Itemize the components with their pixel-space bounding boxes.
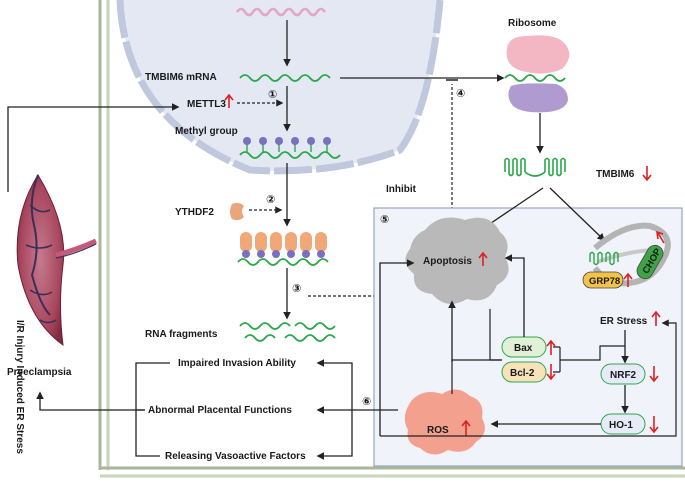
tmbim6-mrna-label: TMBIM6 mRNA bbox=[145, 72, 217, 83]
tmbim6-in-er bbox=[589, 251, 619, 266]
rna-fragments-label: RNA fragments bbox=[145, 329, 218, 340]
nucleus bbox=[116, 0, 444, 175]
grp78-box bbox=[582, 271, 624, 289]
apoptosis-label: Apoptosis bbox=[423, 256, 472, 267]
step-1: ① bbox=[268, 88, 277, 101]
pink-mrna bbox=[235, 7, 327, 17]
tmbim6-label: TMBIM6 bbox=[596, 169, 635, 180]
bcl2-down-arrow bbox=[546, 364, 556, 381]
step-3: ③ bbox=[292, 282, 301, 295]
mettl3-label: METTL3 bbox=[187, 99, 226, 110]
nrf2-box bbox=[600, 363, 646, 385]
ythdf2-bound-mrna bbox=[237, 232, 329, 266]
ros-blob bbox=[404, 389, 485, 455]
placenta-illustration bbox=[16, 174, 98, 347]
bcl2-box bbox=[501, 361, 547, 383]
apoptotic-cell bbox=[405, 217, 509, 304]
ribosome-label: Ribosome bbox=[508, 18, 557, 29]
impaired-invasion-label: Impaired Invasion Ability bbox=[178, 358, 296, 369]
grp78-label: GRP78 bbox=[589, 276, 620, 287]
grp78-up-arrow bbox=[623, 272, 633, 287]
er-stress-label: ER Stress bbox=[600, 316, 648, 327]
bax-label: Bax bbox=[514, 343, 533, 354]
bcl2-label: Bcl-2 bbox=[510, 368, 535, 379]
inhibit-label: Inhibit bbox=[386, 184, 417, 195]
methyl-group-label: Methyl group bbox=[175, 126, 238, 137]
chop-up-arrow bbox=[656, 230, 665, 244]
tmbim6-protein bbox=[504, 157, 566, 177]
abnormal-placental-label: Abnormal Placental Functions bbox=[148, 405, 292, 416]
ythdf2-protein bbox=[230, 202, 244, 221]
cell-membrane bbox=[98, 0, 685, 478]
ir-injury-label: I/R Injury Induced ER Stress bbox=[14, 320, 25, 454]
releasing-vasoactive-label: Releasing Vasoactive Factors bbox=[165, 451, 306, 462]
tmbim6-down-arrow bbox=[642, 166, 652, 182]
ros-up-arrow bbox=[461, 419, 471, 436]
step-5: ⑤ bbox=[380, 213, 389, 226]
tmbim6-mrna-strand bbox=[239, 74, 331, 82]
ho1-label: HO-1 bbox=[609, 420, 633, 431]
preeclampsia-label: Preeclampsia bbox=[7, 367, 72, 378]
nrf2-down-arrow bbox=[649, 366, 659, 383]
nrf2-label: NRF2 bbox=[610, 370, 637, 381]
er-stress-up-arrow bbox=[651, 310, 661, 326]
step-4: ④ bbox=[456, 87, 465, 100]
inhibit-line bbox=[308, 84, 453, 297]
ho1-down-arrow bbox=[649, 416, 659, 434]
step-2: ② bbox=[266, 193, 275, 206]
ros-label: ROS bbox=[427, 425, 449, 436]
bax-up-arrow bbox=[546, 339, 556, 355]
ribosome bbox=[504, 35, 570, 113]
rna-fragments bbox=[239, 322, 336, 342]
mettl3-up-arrow bbox=[224, 93, 234, 108]
methylated-mrna bbox=[239, 137, 341, 159]
step-6: ⑥ bbox=[362, 395, 371, 408]
apoptosis-up-arrow bbox=[478, 251, 488, 266]
ythdf2-label: YTHDF2 bbox=[175, 207, 214, 218]
ribosome-mrna bbox=[504, 74, 566, 82]
